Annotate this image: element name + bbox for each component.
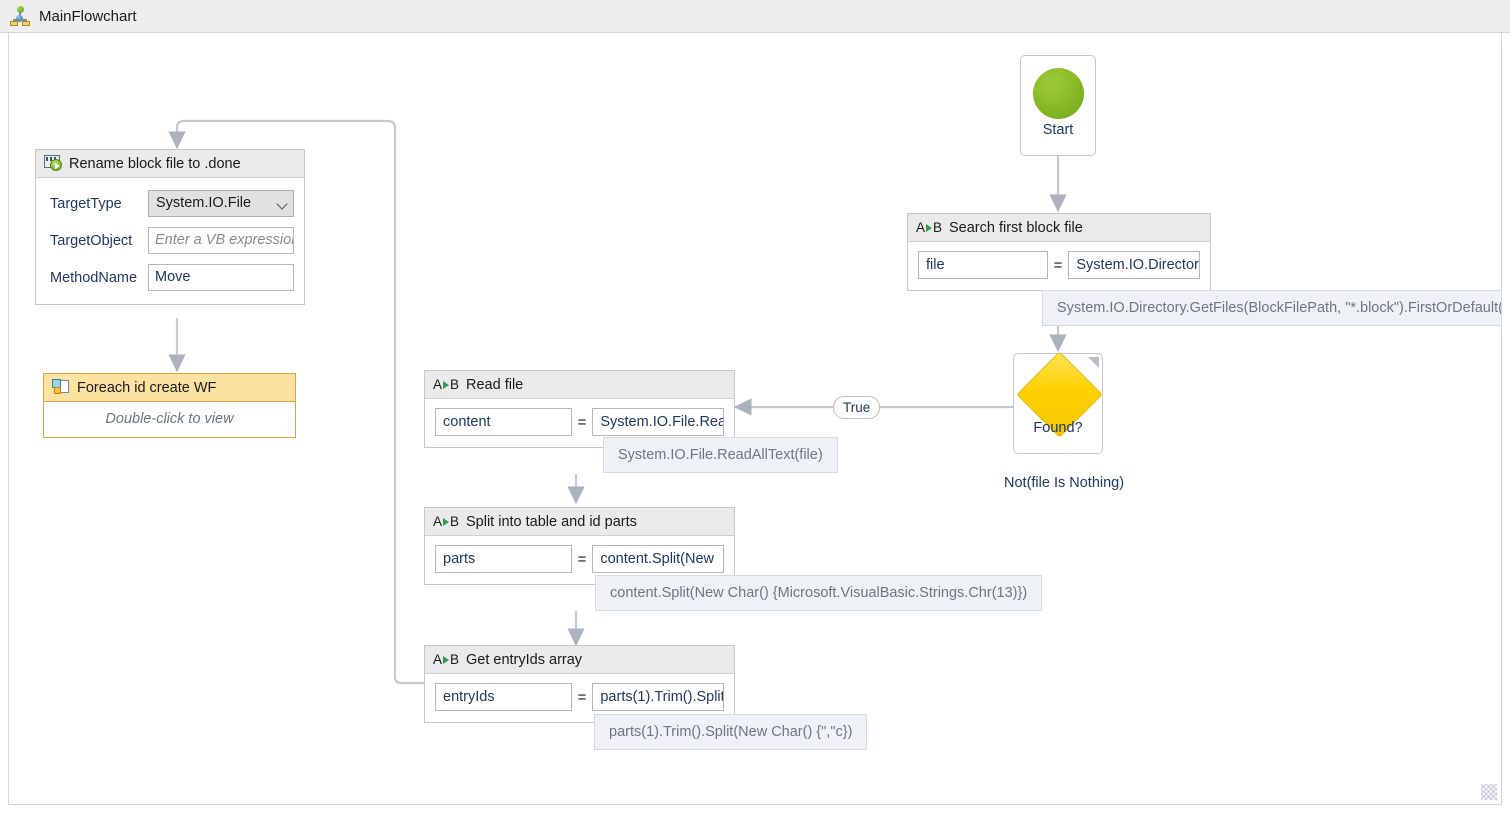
resize-grip[interactable] xyxy=(1481,784,1497,800)
property-label: MethodName xyxy=(50,269,138,286)
node-title: Search first block file xyxy=(949,219,1083,236)
node-decision-found[interactable]: Found? xyxy=(1013,351,1103,454)
node-title: Get entryIds array xyxy=(466,651,583,668)
assign-equals: = xyxy=(577,413,587,431)
invoke-method-icon xyxy=(44,155,62,172)
node-header: Rename block file to .done xyxy=(36,150,304,178)
methodname-field[interactable]: Move xyxy=(148,264,294,291)
decision-label: Found? xyxy=(1033,420,1083,436)
breadcrumb[interactable]: MainFlowchart xyxy=(0,0,1510,33)
property-label: TargetType xyxy=(50,195,122,212)
node-start[interactable]: Start xyxy=(1020,55,1096,156)
decision-condition-label: Not(file Is Nothing) xyxy=(1004,475,1125,491)
expression-tooltip-search: System.IO.Directory.GetFiles(BlockFilePa… xyxy=(1042,290,1501,326)
assign-to-field[interactable]: entryIds xyxy=(435,683,572,711)
foreach-hint[interactable]: Double-click to view xyxy=(105,411,234,427)
assign-equals: = xyxy=(1053,256,1063,274)
node-title: Rename block file to .done xyxy=(69,155,241,172)
assign-equals: = xyxy=(577,550,587,568)
assign-to-field[interactable]: content xyxy=(435,408,572,436)
assign-value-field[interactable]: content.Split(New xyxy=(592,545,724,573)
chevron-down-icon xyxy=(276,198,288,210)
node-header: Foreach id create WF xyxy=(44,374,295,402)
node-title: Foreach id create WF xyxy=(77,379,217,396)
assign-value-field[interactable]: System.IO.File.Reac xyxy=(592,408,724,436)
node-title: Read file xyxy=(466,376,524,393)
expression-tooltip-entryids: parts(1).Trim().Split(New Char() {","c}) xyxy=(594,714,868,750)
branch-label-true: True xyxy=(833,396,881,419)
expression-tooltip-read-file: System.IO.File.ReadAllText(file) xyxy=(603,437,838,473)
property-row-targettype: TargetType System.IO.File xyxy=(50,190,294,217)
targettype-combobox[interactable]: System.IO.File xyxy=(148,190,294,217)
assign-value-field[interactable]: System.IO.Director xyxy=(1068,251,1200,279)
start-label: Start xyxy=(1042,122,1074,138)
foreach-icon xyxy=(52,379,70,396)
node-rename-block-file[interactable]: Rename block file to .done TargetType Sy… xyxy=(35,149,305,305)
collapse-corner-icon[interactable] xyxy=(1088,357,1099,368)
property-row-targetobject: TargetObject Enter a VB expression xyxy=(50,227,294,254)
node-title: Split into table and id parts xyxy=(466,513,637,530)
assign-to-field[interactable]: parts xyxy=(435,545,572,573)
targetobject-field[interactable]: Enter a VB expression xyxy=(148,227,294,254)
assign-value-field[interactable]: parts(1).Trim().Split xyxy=(592,683,724,711)
property-row-methodname: MethodName Move xyxy=(50,264,294,291)
flowchart-icon xyxy=(10,6,30,26)
assign-equals: = xyxy=(577,688,587,706)
assign-to-field[interactable]: file xyxy=(918,251,1048,279)
expression-tooltip-split: content.Split(New Char() {Microsoft.Visu… xyxy=(595,575,1043,611)
node-foreach-id-create-wf[interactable]: Foreach id create WF Double-click to vie… xyxy=(43,373,296,438)
property-label: TargetObject xyxy=(50,232,133,249)
start-circle-icon xyxy=(1033,68,1084,119)
breadcrumb-title: MainFlowchart xyxy=(39,7,137,25)
